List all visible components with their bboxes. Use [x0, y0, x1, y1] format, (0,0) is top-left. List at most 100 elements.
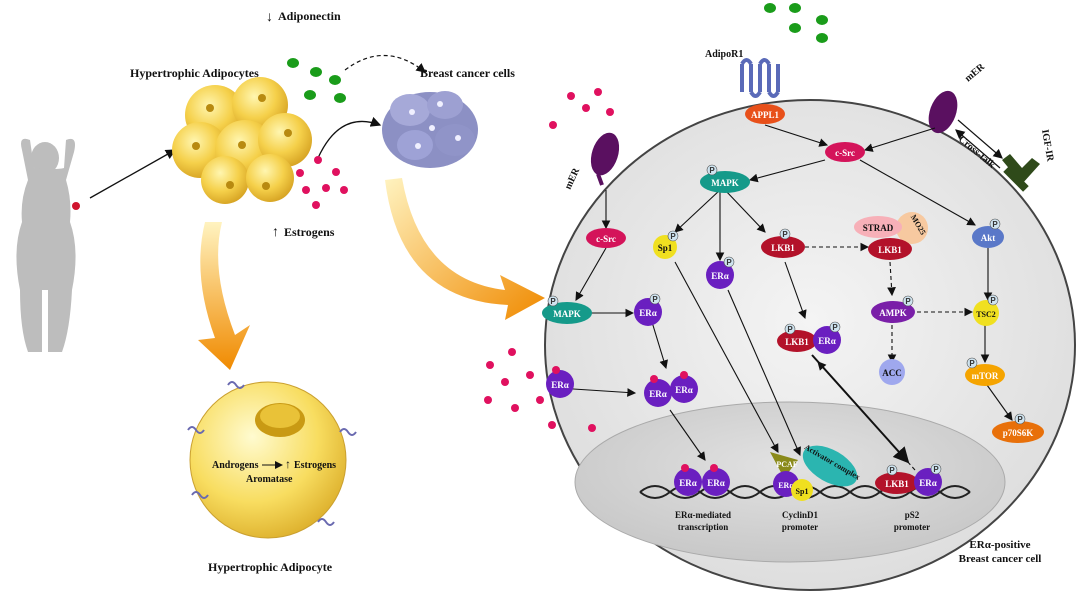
signaling-arrows — [557, 124, 1013, 464]
phospho-icon — [987, 294, 999, 306]
estrogen-bound — [650, 375, 658, 383]
hypertrophic-adipocyte-label: Hypertrophic Adipocyte — [208, 560, 333, 574]
nuc-era-d-label: ERα — [919, 478, 937, 488]
phospho-icon — [706, 164, 718, 176]
tumor-spot — [72, 202, 80, 210]
adiponectin-molecules — [287, 58, 346, 103]
nuc-era-a-label: ERα — [679, 478, 697, 488]
nuc-era-c-label: ERα — [778, 481, 794, 490]
phospho-label: P — [992, 220, 998, 229]
estrogen-molecules-cell — [484, 88, 614, 432]
ampk-label: AMPK — [879, 308, 907, 318]
phospho-icon — [989, 218, 1001, 230]
phospho-icon — [930, 463, 942, 475]
lkb1-complex-label: LKB1 — [878, 245, 902, 255]
acc-label: ACC — [882, 368, 902, 378]
adipocyte-orange-arrow — [198, 222, 250, 370]
phospho-icon — [902, 295, 914, 307]
pcaf-label: PCAF — [776, 460, 797, 469]
phospho-icon — [829, 321, 841, 333]
phospho-icon — [547, 295, 559, 307]
acc-node — [879, 359, 905, 385]
phospho-icon — [1014, 413, 1026, 425]
estrogen-bound — [680, 371, 688, 379]
down-arrow-icon: ↓ — [266, 10, 273, 25]
p70s6k-label: p70S6K — [1003, 428, 1034, 438]
phospho-label: P — [670, 232, 676, 241]
ps2-promoter-label: pS2 — [905, 510, 920, 520]
era-left-label: ERα — [639, 308, 657, 318]
phospho-icon — [723, 256, 735, 268]
phospho-icon — [649, 293, 661, 305]
appl1-node — [745, 104, 785, 124]
nuc-era-d-node — [914, 468, 942, 496]
mapk-top-label: MAPK — [711, 178, 739, 188]
ampk-node — [871, 301, 915, 323]
up-arrow-icon: ↑ — [285, 457, 291, 471]
tsc2-node — [973, 300, 999, 326]
lkb1-node — [761, 236, 805, 258]
nuc-era-a-node — [674, 468, 702, 496]
era-transcription-label: ERα-mediated — [675, 510, 731, 520]
lkb1-er-a-label: LKB1 — [785, 337, 809, 347]
mer-left-label: mER — [563, 166, 583, 191]
hypertrophic-adipocytes-label: Hypertrophic Adipocytes — [130, 66, 259, 80]
era-dimer-a-label: ERα — [649, 389, 667, 399]
csrc-left-label: c-Src — [596, 234, 616, 244]
mapk-left-label: MAPK — [553, 309, 581, 319]
phospho-label: P — [726, 258, 732, 267]
mo25-node — [896, 212, 928, 244]
lkb1-complex-node — [868, 238, 912, 260]
nuc-lkb1-node — [875, 472, 919, 494]
era-dimer-b-label: ERα — [675, 385, 693, 395]
phospho-icon — [784, 323, 796, 335]
era-dimer-a-node — [644, 379, 672, 407]
igf1r-label: IGF-IR — [1039, 129, 1056, 163]
phospho-label: P — [933, 465, 939, 474]
breast-cancer-cells-label: Breast cancer cells — [420, 66, 515, 80]
estrogen-bound — [681, 464, 689, 472]
aromatase-label: Aromatase — [246, 474, 293, 485]
era-left-node — [634, 298, 662, 326]
phospho-label: P — [1017, 415, 1023, 424]
estrogens-label: Estrogens — [284, 225, 335, 239]
mer-left-receptor-icon — [590, 132, 620, 186]
phospho-icon — [886, 464, 898, 476]
era-mid-label: ERα — [711, 271, 729, 281]
era-dimer-b-node — [670, 375, 698, 403]
cell-label: ERα-positive — [969, 539, 1030, 551]
nuc-lkb1-label: LKB1 — [885, 479, 909, 489]
nuc-sp1-node — [791, 479, 813, 501]
cyclind1-promoter-label: CyclinD1 — [782, 510, 819, 520]
csrc-left-node — [586, 228, 626, 248]
era-mid-node — [706, 261, 734, 289]
adipocytes-to-cancer-arrow — [317, 116, 382, 159]
crosstalk-arrow-a — [957, 119, 1003, 159]
breast-cancer-cells-cluster — [382, 91, 478, 168]
phospho-label: P — [905, 297, 911, 306]
akt-label: Akt — [981, 233, 996, 243]
cancer-orange-arrow — [385, 178, 545, 320]
tsc2-label: TSC2 — [976, 310, 996, 319]
era-transcription-label-2: transcription — [678, 522, 729, 532]
adipor1-label: AdipoR1 — [705, 49, 743, 60]
phospho-icon — [667, 230, 679, 242]
csrc-top-label: c-Src — [835, 148, 855, 158]
mtor-node — [965, 364, 1005, 386]
p70s6k-node — [992, 421, 1044, 443]
era-outside-label: ERα — [551, 380, 569, 390]
hypertrophic-adipocyte — [187, 381, 357, 539]
dashed-arrows — [805, 242, 974, 471]
nuc-era-b-label: ERα — [707, 478, 725, 488]
cyclind1-promoter-label-2: promoter — [782, 522, 818, 532]
phospho-icon — [779, 228, 791, 240]
lkb1-er-a-node — [777, 330, 817, 352]
nuc-era-b-node — [702, 468, 730, 496]
phospho-label: P — [550, 297, 556, 306]
adiponectin-to-cancer-arrow — [344, 54, 426, 73]
phospho-label: P — [990, 296, 996, 305]
phospho-label: P — [969, 359, 975, 368]
mapk-top-node — [700, 171, 750, 193]
nuc-sp1-label: Sp1 — [796, 487, 809, 496]
phospho-label: P — [889, 466, 895, 475]
